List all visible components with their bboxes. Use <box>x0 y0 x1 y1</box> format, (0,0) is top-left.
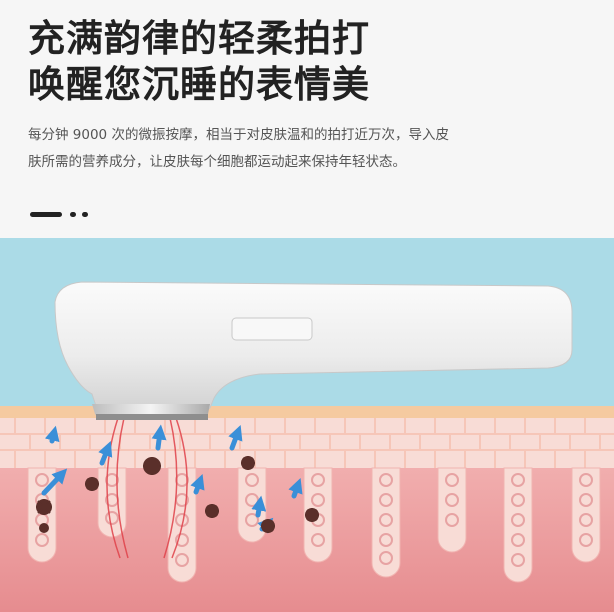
dermal-papillae <box>27 467 601 583</box>
skin-illustration <box>0 238 614 612</box>
epidermis-layer <box>0 418 614 468</box>
text-panel: 充满韵律的轻柔拍打 唤醒您沉睡的表情美 每分钟 9000 次的微振按摩，相当于对… <box>0 0 614 238</box>
skin-surface <box>0 406 614 418</box>
beauty-device <box>54 281 573 420</box>
vibration-wave-icon <box>106 417 188 559</box>
device-button <box>231 317 313 341</box>
headline-line-2: 唤醒您沉睡的表情美 <box>28 63 370 106</box>
headline-line-1: 充满韵律的轻柔拍打 <box>28 17 370 60</box>
decorative-divider <box>30 212 90 218</box>
up-arrow-icon <box>41 424 303 534</box>
description-text: 每分钟 9000 次的微振按摩，相当于对皮肤温和的拍打近万次，导入皮肤所需的营养… <box>28 127 449 170</box>
dirt-particle-spikes <box>36 456 319 533</box>
epidermis-cells <box>0 418 614 468</box>
